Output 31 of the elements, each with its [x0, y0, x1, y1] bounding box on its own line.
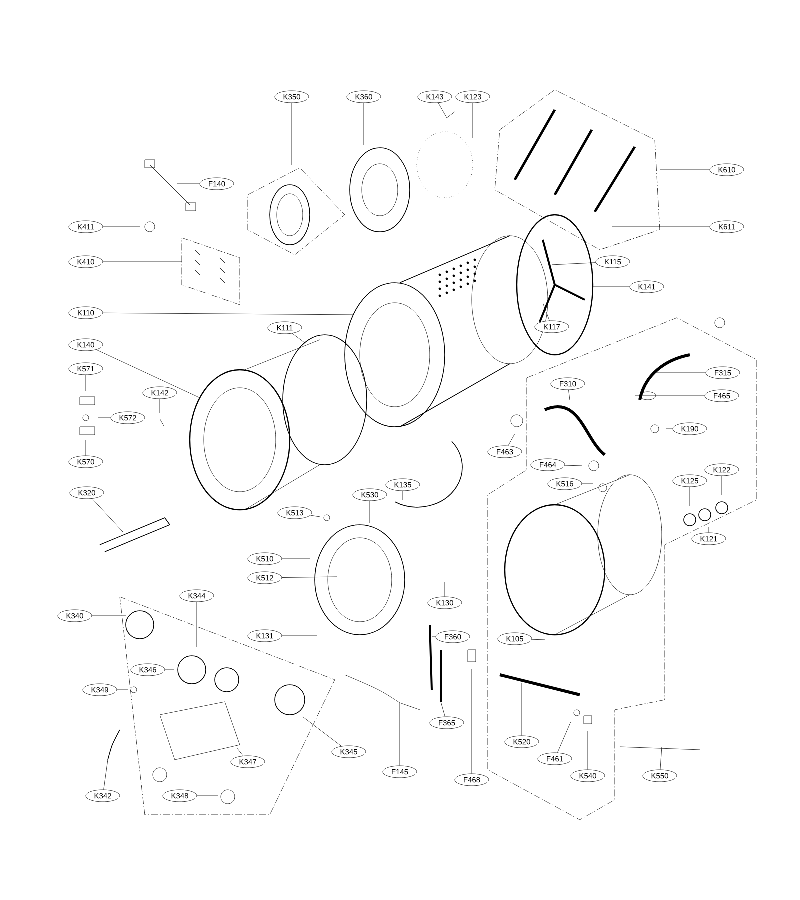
- leader-line: [444, 582, 446, 597]
- leader-line: [440, 702, 446, 718]
- leader-line: [438, 102, 448, 118]
- leader-line: [708, 526, 710, 533]
- leader-line: [654, 372, 706, 374]
- leader-line: [196, 602, 198, 648]
- leader-line: [532, 639, 546, 640]
- leader-line: [557, 722, 572, 754]
- leader-line: [103, 312, 354, 316]
- leader-line: [542, 302, 550, 322]
- leader-line: [302, 716, 342, 747]
- leader-line: [282, 576, 338, 578]
- leader-line: [92, 498, 124, 532]
- leader-line: [660, 746, 662, 770]
- leader-line: [432, 636, 436, 638]
- leader-line: [236, 748, 244, 756]
- leader-line: [310, 515, 320, 518]
- leader-line: [402, 491, 404, 500]
- leader-line: [612, 226, 710, 228]
- leader-line: [103, 226, 140, 228]
- leader-line: [508, 434, 516, 446]
- leader-line: [666, 428, 673, 430]
- leader-line: [552, 262, 596, 266]
- leader-line: [472, 103, 474, 128]
- leader-line: [292, 333, 306, 344]
- leader-line: [564, 465, 582, 466]
- leader-line: [568, 390, 570, 400]
- leader-line: [282, 558, 310, 560]
- leader-line: [592, 286, 630, 288]
- leader-line: [96, 350, 200, 398]
- leader-line: [104, 760, 108, 790]
